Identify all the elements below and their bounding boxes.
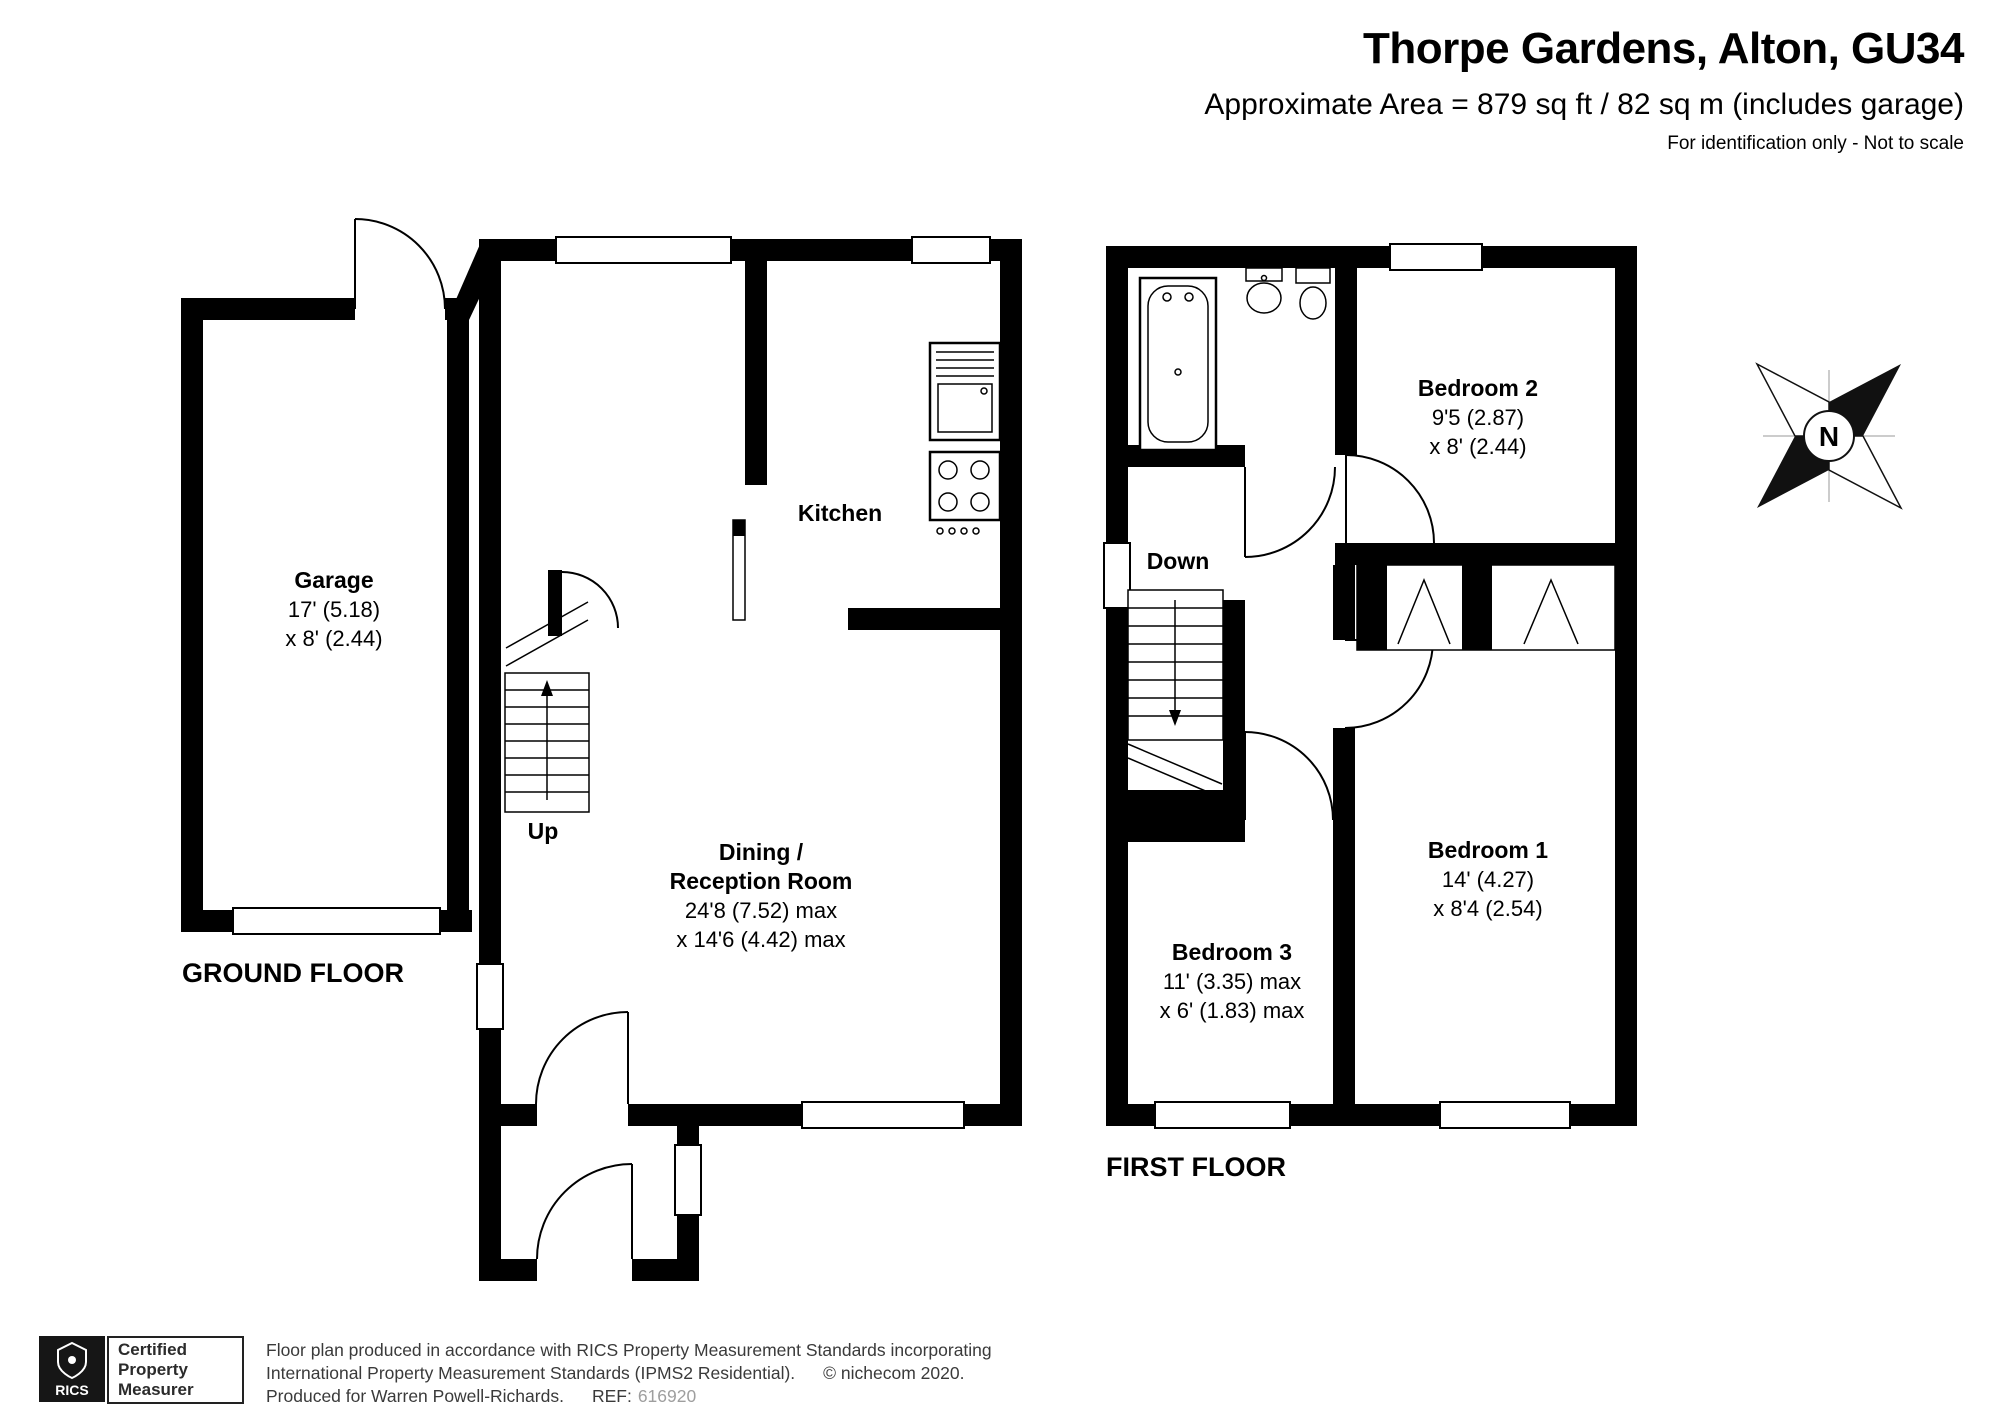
footer-line-1: Floor plan produced in accordance with R…	[266, 1340, 992, 1360]
garage-door-arc	[354, 218, 446, 310]
svg-text:RICS: RICS	[55, 1382, 88, 1398]
door-arc-bedroom3	[1244, 731, 1334, 821]
window	[674, 1144, 702, 1216]
rics-logo: RICS	[39, 1336, 105, 1402]
ground-floor-plan	[181, 218, 1022, 1281]
stairs-down-label: Down	[1146, 548, 1210, 574]
window	[801, 1101, 965, 1129]
certified-property-measurer-badge: Certified Property Measurer	[107, 1336, 244, 1404]
area-line: Approximate Area = 879 sq ft / 82 sq m (…	[1204, 88, 1964, 121]
footer-disclaimer: Floor plan produced in accordance with R…	[266, 1336, 992, 1408]
window	[911, 236, 991, 264]
bedroom3-label: Bedroom 3 11' (3.35) max x 6' (1.83) max	[1159, 939, 1305, 1023]
garage-walls	[181, 242, 503, 932]
kitchen-walls	[548, 239, 1022, 636]
window	[555, 236, 732, 264]
page-title: Thorpe Gardens, Alton, GU34	[1363, 24, 1964, 73]
dining-room-label: Dining / Reception Room 24'8 (7.52) max …	[669, 839, 853, 952]
bedroom2-label: Bedroom 2 9'5 (2.87) x 8' (2.44)	[1417, 375, 1539, 459]
footer: RICS Certified Property Measurer Floor p…	[39, 1336, 992, 1408]
ground-floor-label: GROUND FLOOR	[182, 958, 404, 988]
first-floor-inner-walls	[1106, 268, 1637, 1104]
door-arc-bathroom	[1244, 466, 1336, 558]
toilet	[1295, 267, 1331, 320]
scale-note: For identification only - Not to scale	[1667, 133, 1964, 154]
stairs-down	[1127, 589, 1224, 799]
door-arc-bedroom2	[1345, 454, 1435, 544]
footer-line-2: International Property Measurement Stand…	[266, 1363, 965, 1383]
window	[476, 963, 504, 1030]
first-floor-plan	[1103, 243, 1637, 1129]
oven	[928, 341, 1002, 442]
door-arc-hall	[561, 571, 619, 629]
ref-label: REF:	[591, 1386, 632, 1406]
copyright: © nichecom 2020.	[823, 1363, 965, 1383]
window	[1154, 1101, 1291, 1129]
door-arc-front-entrance	[536, 1163, 633, 1260]
first-floor-label: FIRST FLOOR	[1106, 1152, 1286, 1182]
footer-line-3: Produced for Warren Powell-Richards.REF:…	[266, 1386, 697, 1406]
window	[1439, 1101, 1571, 1129]
stairs-up	[504, 601, 590, 813]
rics-crest-icon: RICS	[55, 1341, 89, 1398]
compass-north-label: N	[1819, 421, 1839, 452]
garage-label: Garage 17' (5.18) x 8' (2.44)	[285, 567, 383, 651]
header: Thorpe Gardens, Alton, GU34 Approximate …	[1204, 24, 1964, 155]
kitchen-label: Kitchen	[797, 500, 883, 526]
stairs-up-label: Up	[527, 818, 559, 844]
basin	[1245, 267, 1283, 314]
door-arc-bedroom1	[1344, 639, 1434, 729]
garage-window	[232, 907, 441, 935]
window	[1103, 542, 1131, 609]
bedroom1-label: Bedroom 1 14' (4.27) x 8'4 (2.54)	[1427, 837, 1549, 921]
door-arc-dining-porch	[535, 1011, 629, 1105]
hob	[928, 450, 1002, 535]
radiator	[732, 519, 746, 621]
ref-value: 616920	[637, 1386, 697, 1406]
wardrobe	[1356, 564, 1616, 651]
compass-rose: N	[1755, 362, 1903, 510]
first-floor-outer-walls	[1106, 246, 1637, 1126]
bathtub	[1138, 276, 1218, 452]
window	[1389, 243, 1483, 271]
